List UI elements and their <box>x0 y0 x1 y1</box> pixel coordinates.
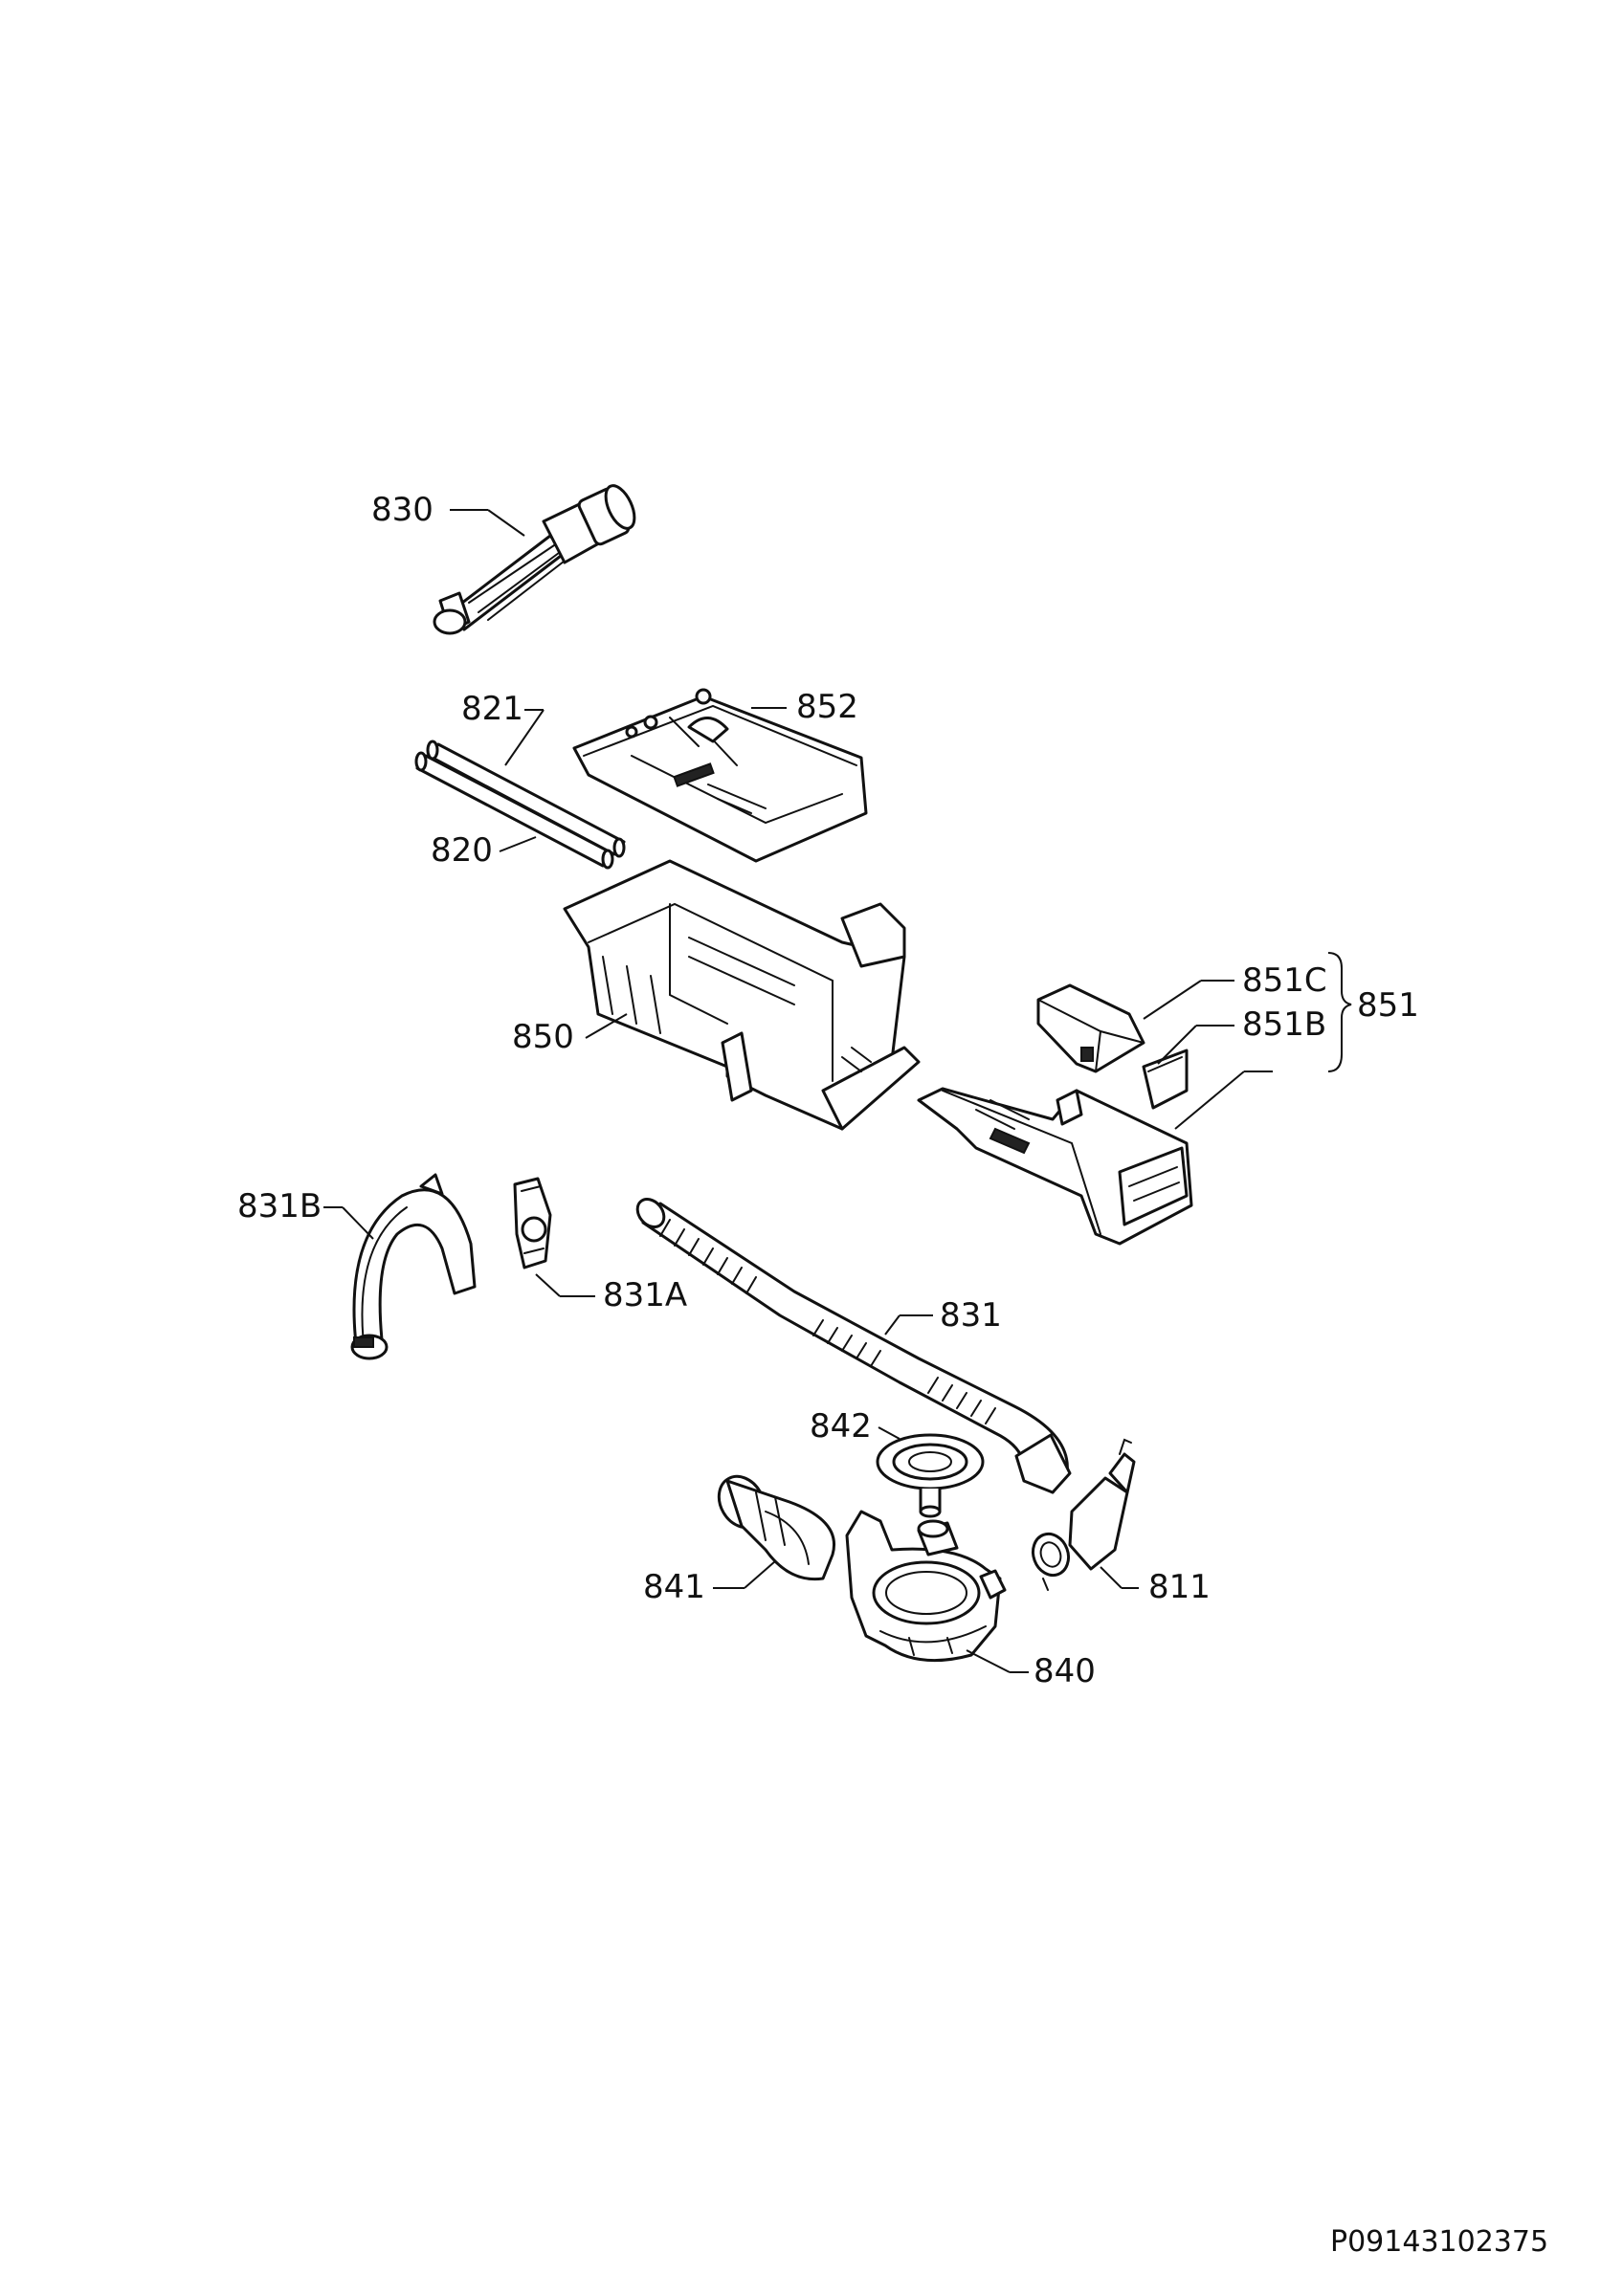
label-821: 821 <box>461 690 523 728</box>
leader-830b <box>487 509 525 537</box>
leader-851B <box>1157 1025 1197 1065</box>
label-831B: 831B <box>237 1187 322 1225</box>
leader-811 <box>1100 1566 1123 1589</box>
part-850-dispenser-housing <box>563 859 921 1131</box>
part-852-dispenser-cover <box>572 688 868 863</box>
leader-850 <box>585 1013 628 1039</box>
label-841: 841 <box>643 1568 705 1606</box>
leader-821b <box>504 709 545 766</box>
label-851C: 851C <box>1242 961 1327 1000</box>
label-820: 820 <box>431 831 493 870</box>
brace-851 <box>1327 952 1352 1072</box>
part-851B-drawer-insert <box>1142 1049 1189 1110</box>
leader-842 <box>878 1426 900 1440</box>
label-851B: 851B <box>1242 1005 1326 1044</box>
leader-831B-b <box>342 1206 374 1240</box>
part-831B-hose-guide <box>350 1173 477 1360</box>
drawing-code: P09143102375 <box>1330 2225 1548 2259</box>
label-850: 850 <box>512 1018 574 1056</box>
part-831-drain-hose <box>635 1198 1072 1494</box>
label-852: 852 <box>796 688 858 726</box>
part-820-821-tubes <box>414 740 626 870</box>
part-841-filter <box>717 1474 835 1581</box>
part-851-detergent-drawer <box>917 1087 1193 1246</box>
part-842-seal-ring <box>876 1433 985 1518</box>
leader-841-b <box>744 1560 776 1589</box>
part-840-pump-housing <box>845 1510 1007 1663</box>
label-811: 811 <box>1148 1568 1211 1606</box>
label-851: 851 <box>1357 986 1419 1025</box>
leader-831A <box>535 1273 561 1297</box>
label-842: 842 <box>810 1407 872 1446</box>
part-811-sensor-valve <box>1031 1438 1136 1591</box>
leader-820 <box>499 836 537 852</box>
label-831A: 831A <box>603 1276 687 1314</box>
leader-831 <box>884 1314 900 1336</box>
part-830-inlet-hose <box>433 484 636 635</box>
leader-840 <box>966 1649 1011 1673</box>
label-830: 830 <box>371 491 434 529</box>
leader-851C <box>1143 980 1202 1020</box>
label-831: 831 <box>940 1296 1002 1335</box>
part-851C-drawer-cap <box>1036 983 1145 1073</box>
part-831A-hose-clamp <box>513 1177 552 1269</box>
leader-851 <box>1174 1071 1245 1130</box>
label-840: 840 <box>1034 1652 1096 1690</box>
